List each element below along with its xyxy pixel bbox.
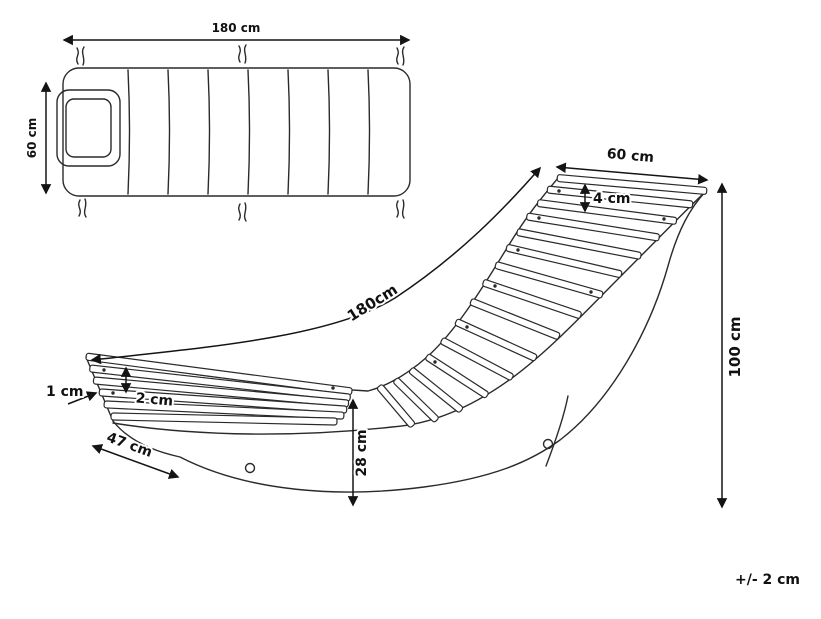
cushion-depth-dimension: 60 cm bbox=[23, 81, 52, 195]
lounger-backrest-slats bbox=[376, 174, 708, 428]
frame-hole bbox=[244, 462, 256, 474]
slat bbox=[98, 388, 348, 414]
total-height-dimension: 100 cm bbox=[716, 182, 746, 509]
lounger-side-view: 60 cm 4 cm 180cm 100 cm 1 cm 2 cm 47 cm bbox=[44, 144, 746, 509]
dimension-label: 100 cm bbox=[726, 316, 744, 377]
screw-dot bbox=[557, 189, 561, 193]
cushion-seam bbox=[167, 69, 171, 195]
slat bbox=[89, 364, 351, 402]
headrest-outline bbox=[56, 89, 121, 167]
screw-dot bbox=[111, 391, 115, 395]
frame-base-outline bbox=[112, 190, 707, 493]
dimension-label: 1 cm bbox=[46, 384, 84, 400]
dimension-label: 28 cm bbox=[354, 429, 370, 476]
cushion-tie bbox=[76, 46, 85, 66]
cushion-top-view: 180 cm 60 cm bbox=[23, 19, 411, 222]
frame-hole bbox=[542, 438, 554, 450]
slat bbox=[103, 400, 345, 420]
backrest-width-dimension: 60 cm bbox=[555, 144, 709, 185]
cushion-seam bbox=[127, 69, 131, 195]
dimension-label: 60 cm bbox=[606, 146, 654, 166]
cushion-outline bbox=[62, 67, 411, 197]
dimension-label: 2 cm bbox=[135, 390, 174, 409]
cushion-seams bbox=[127, 69, 371, 195]
dimension-label: 180 cm bbox=[212, 21, 261, 35]
dimension-arrow bbox=[555, 162, 709, 185]
screw-dot bbox=[516, 248, 520, 252]
dimension-arrow bbox=[91, 444, 180, 479]
slat bbox=[376, 384, 416, 428]
cushion-seam bbox=[247, 69, 251, 195]
screw-dot bbox=[433, 360, 437, 364]
cushion-tie bbox=[238, 202, 247, 222]
dimension-arrow bbox=[67, 391, 98, 405]
cushion-seam bbox=[287, 69, 291, 195]
cushion-seam bbox=[367, 69, 371, 195]
slat bbox=[408, 367, 464, 413]
cushion-tie bbox=[396, 46, 405, 66]
headrest-inner-seam bbox=[65, 98, 112, 158]
screw-dot bbox=[662, 217, 666, 221]
cushion-seam bbox=[327, 69, 331, 195]
cushion-tie bbox=[238, 44, 247, 64]
dimension-arrow bbox=[90, 166, 542, 365]
dimension-label: 47 cm bbox=[104, 430, 154, 461]
cushion-width-dimension: 180 cm bbox=[62, 19, 411, 46]
cushion-tie bbox=[396, 199, 405, 219]
screw-dot bbox=[102, 368, 106, 372]
dimension-label: 60 cm bbox=[25, 118, 39, 159]
cushion-headrest-pillow bbox=[56, 89, 121, 167]
slat-gap-dimension: 2 cm bbox=[120, 366, 176, 412]
dimension-label: 180cm bbox=[344, 280, 401, 325]
screw-dot bbox=[537, 216, 541, 220]
screw-dot bbox=[331, 386, 335, 390]
seat-height-dimension: 28 cm bbox=[347, 398, 372, 507]
frame-support-line bbox=[545, 395, 569, 467]
dimension-label: 4 cm bbox=[593, 191, 631, 207]
screw-dot bbox=[493, 284, 497, 288]
slat bbox=[110, 412, 338, 426]
cushion-ties bbox=[76, 44, 405, 222]
slat bbox=[393, 377, 439, 423]
tolerance-note: +/- 2 cm bbox=[735, 572, 800, 588]
cushion-seam bbox=[207, 69, 211, 195]
screw-dot bbox=[589, 290, 593, 294]
cushion-tie bbox=[78, 198, 87, 218]
lounger-frame bbox=[85, 177, 707, 493]
slat-thickness-dimension: 1 cm bbox=[44, 382, 98, 405]
frame-near-edge bbox=[112, 190, 707, 435]
slat-gap-top-dimension: 4 cm bbox=[579, 183, 633, 213]
screw-dot bbox=[465, 325, 469, 329]
